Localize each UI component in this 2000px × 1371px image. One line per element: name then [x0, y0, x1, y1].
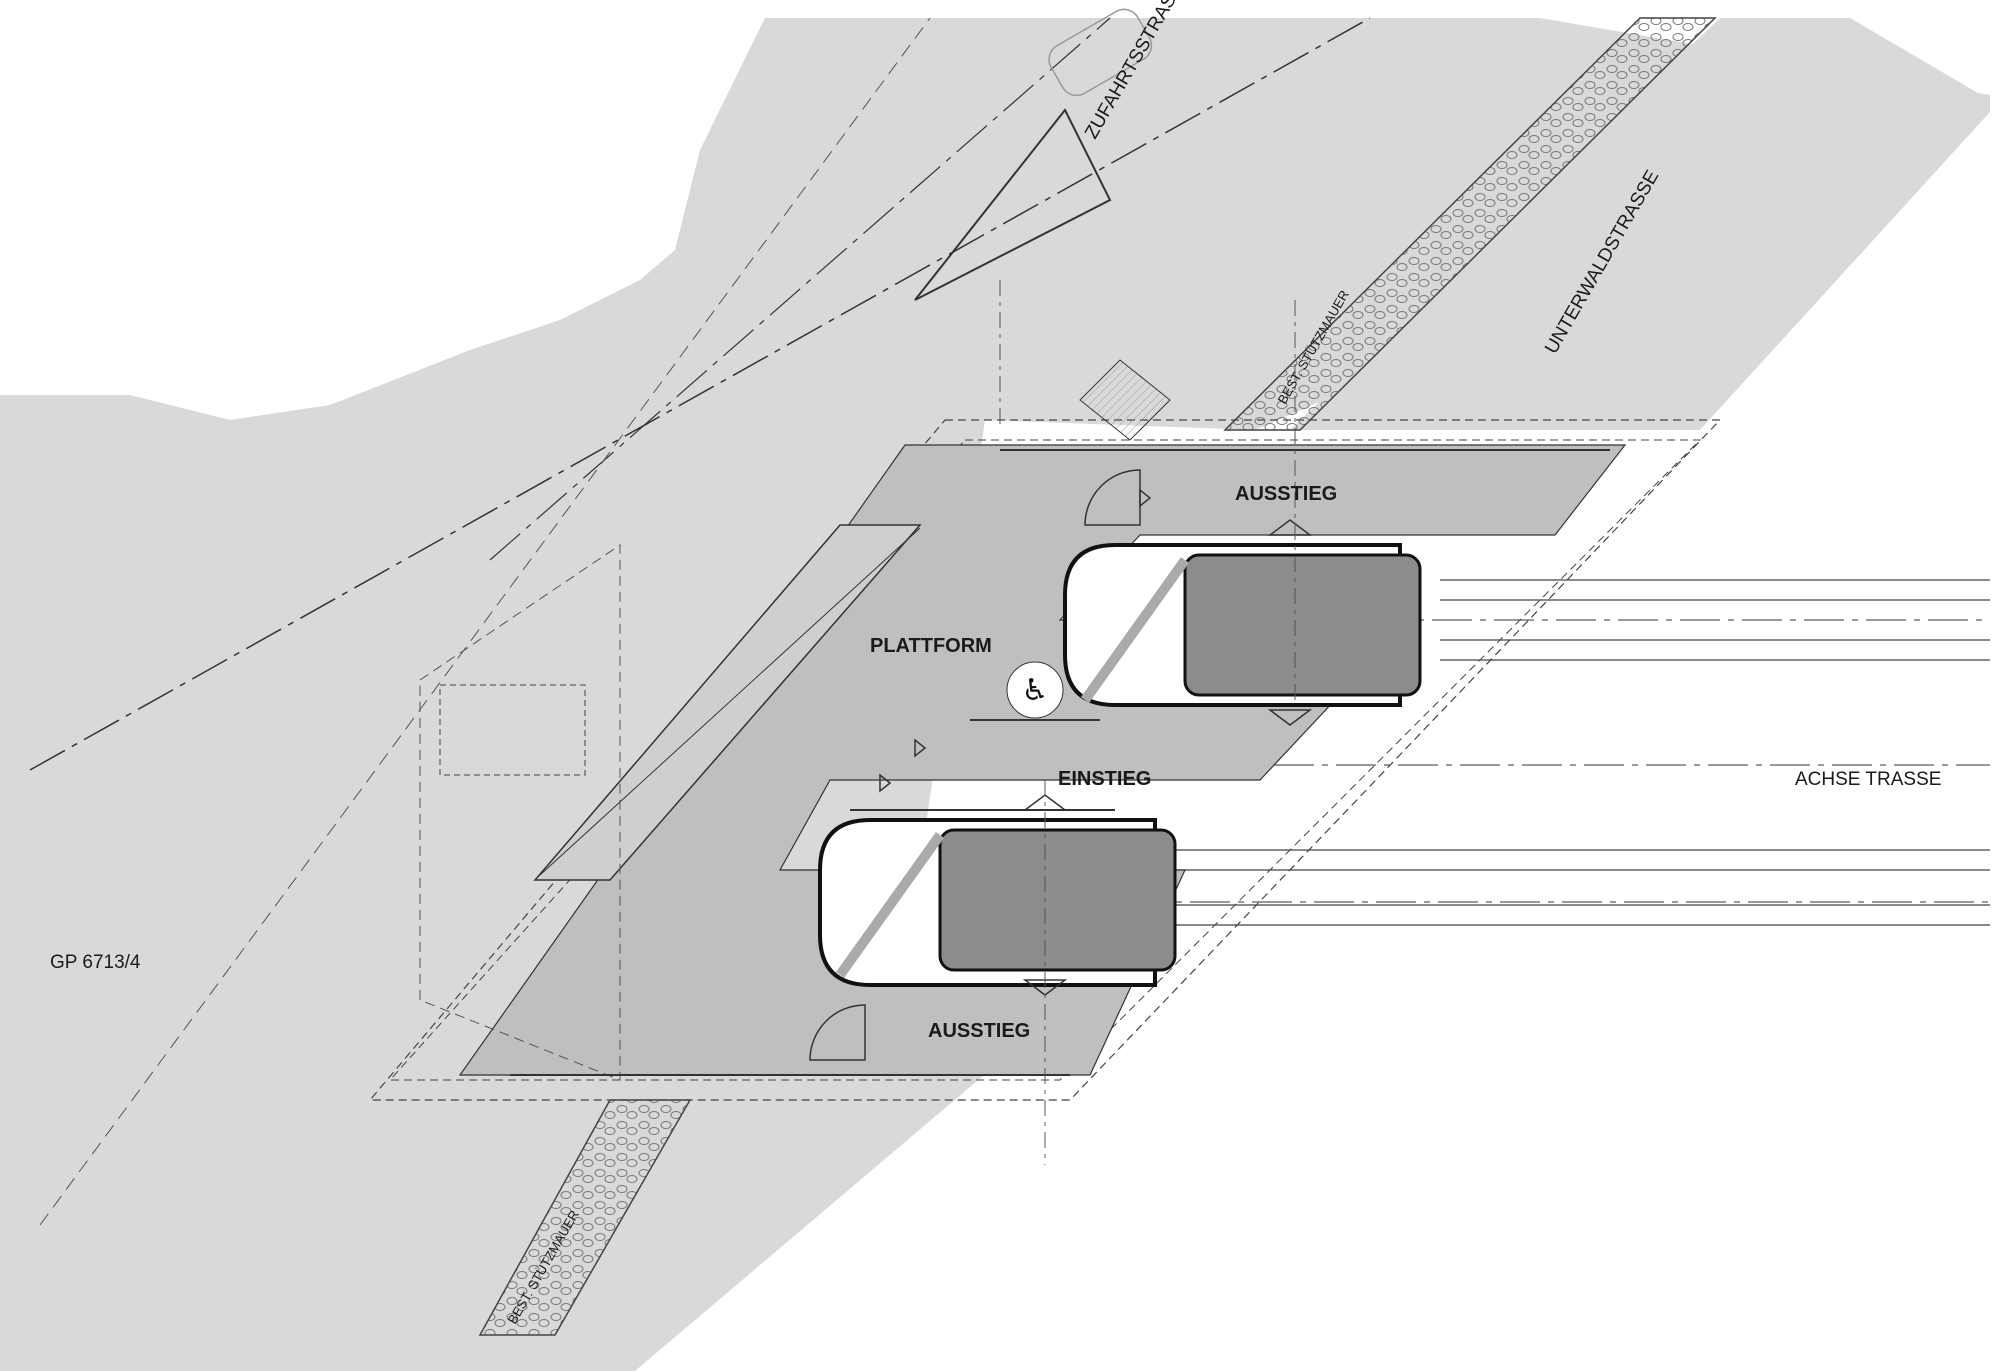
- stair-block: [1079, 359, 1171, 441]
- yield-triangle: [914, 108, 1112, 301]
- label-einstieg: EINSTIEG: [1058, 768, 1151, 790]
- cabin-top: [1183, 553, 1422, 697]
- car-outline: [1048, 8, 1153, 97]
- wheelchair-icon: ♿: [1006, 661, 1064, 719]
- door-swing-bottom: [809, 1004, 866, 1061]
- cabin-bottom: [938, 828, 1177, 972]
- vertical-reference-lines: [999, 280, 1296, 1165]
- road-axis-line-1: [29, 17, 1371, 771]
- unterwaldstrasse-road: [1290, 18, 1990, 430]
- label-plattform: PLATTFORM: [870, 635, 992, 657]
- road-axis-line-2: [489, 17, 1111, 561]
- door-swing-top: [1084, 469, 1141, 526]
- site-boundary-dashed: [419, 544, 621, 1081]
- ramp-diagonal: [539, 527, 921, 876]
- retaining-wall-top: [1223, 17, 1717, 431]
- building-outline-dashed: [439, 684, 586, 776]
- label-ausstieg-bottom: AUSSTIEG: [928, 1020, 1030, 1042]
- svg-text:♿: ♿: [1022, 673, 1049, 708]
- station-outline-dashed-inner: [388, 439, 1702, 1081]
- label-achse-trasse: ACHSE TRASSE: [1795, 769, 1941, 790]
- railings: [510, 449, 1610, 1076]
- label-parcel: GP 6713/4: [50, 952, 141, 973]
- label-ausstieg-top: AUSSTIEG: [1235, 483, 1337, 505]
- road-edge-line: [39, 17, 931, 1226]
- track-lines: [1170, 579, 1990, 926]
- platform-area: [458, 444, 1627, 1076]
